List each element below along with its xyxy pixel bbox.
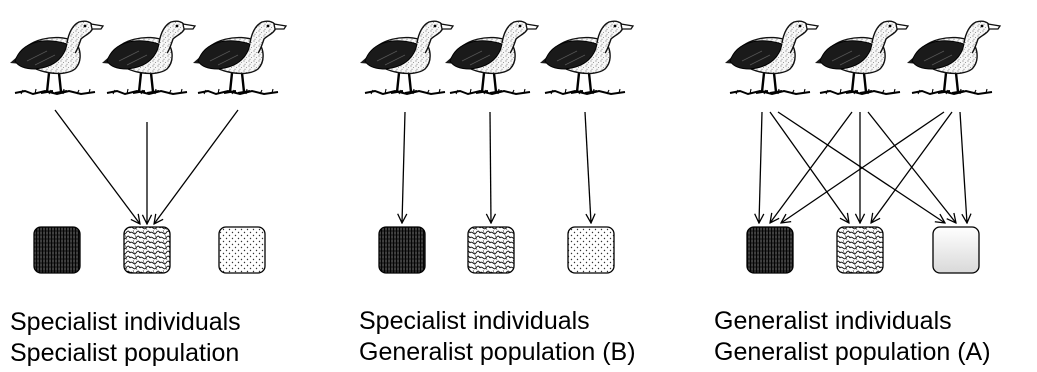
diet-specialization-diagram [0,0,1037,300]
albatross-icon-1 [725,21,818,94]
arrow-bird-1-to-resource-1 [402,112,405,223]
albatross-icon-3 [193,21,286,94]
panel-2-individuals-label: Specialist individuals [359,306,636,337]
arrow-bird-3-to-resource-3 [585,112,591,223]
panel-1-caption: Specialist individuals Specialist popula… [10,307,241,369]
resource-plain-box [933,227,979,273]
arrow-bird-2-to-resource-2 [490,112,491,223]
albatross-icon-2 [815,21,908,94]
panel-3-caption: Generalist individuals Generalist popula… [714,306,991,368]
albatross-icon-3 [540,21,633,94]
resource-dark-box [747,227,793,273]
panel-2 [360,21,633,273]
panel-3-individuals-label: Generalist individuals [714,306,991,337]
arrow-bird-3-to-resource-2 [154,110,238,224]
resource-wavy-box [837,227,883,273]
arrow-bird-1-to-resource-2 [55,110,140,224]
panel-1 [10,21,286,273]
resource-wavy-box [468,227,514,273]
albatross-icon-3 [907,21,1000,94]
resource-wavy-box [124,227,170,273]
resource-dark-box [379,227,425,273]
panel-2-caption: Specialist individuals Generalist popula… [359,306,636,368]
albatross-icon-1 [360,21,453,94]
panel-3-population-label: Generalist population (A) [714,337,991,368]
resource-dotted-box [568,227,614,273]
panel-3 [725,21,1000,273]
resource-dark-box [34,227,80,273]
albatross-icon-1 [10,21,103,94]
resource-dotted-box [219,227,265,273]
panel-1-population-label: Specialist population [10,338,241,369]
arrow-bird-1-to-resource-1 [759,112,762,223]
panel-1-individuals-label: Specialist individuals [10,307,241,338]
arrow-bird-3-to-resource-3 [960,112,967,223]
panel-2-population-label: Generalist population (B) [359,337,636,368]
arrow-bird-3-to-resource-2 [871,112,952,223]
albatross-icon-2 [445,21,538,94]
albatross-icon-2 [102,21,195,94]
